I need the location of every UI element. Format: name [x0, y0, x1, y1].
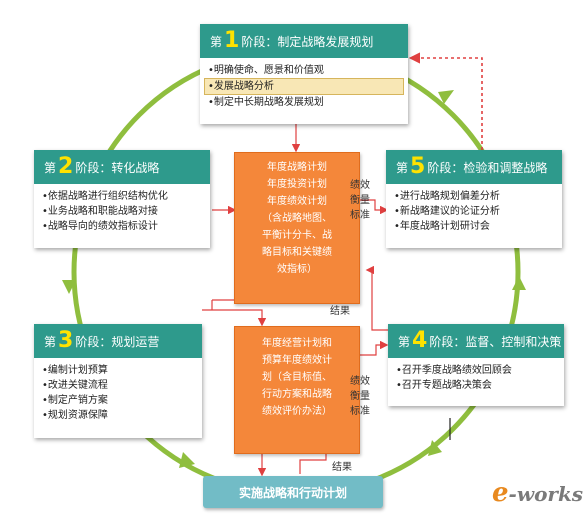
stage2-list: •依据战略进行组织结构优化 •业务战略和职能战略对接 •战略导向的绩效指标设计 [34, 184, 210, 240]
stage1-item-highlighted: •发展战略分析 [204, 78, 404, 95]
stage3-list: •编制计划预算 •改进关键流程 •制定产销方案 •规划资源保障 [34, 358, 202, 429]
stage3-item: •编制计划预算 [42, 365, 108, 376]
stage4-list: •召开季度战略绩效回顾会 •召开专题战略决策会 [388, 358, 564, 399]
annual-operation-plan-box: 年度经营计划和 预算年度绩效计 划（含目标值、 行动方案和战略 绩效评价办法） [234, 326, 360, 454]
stage5-item: •年度战略计划研讨会 [394, 221, 490, 232]
stage2-number: 2 [58, 154, 74, 179]
ring-arrow-bottom-right [428, 440, 442, 456]
result-label-top: 结果 [330, 306, 350, 317]
ring-arrow-top-right [438, 90, 454, 104]
stage1-list: •明确使命、愿景和价值观 •发展战略分析 •制定中长期战略发展规划 [200, 58, 408, 116]
stage2-item: •业务战略和职能战略对接 [42, 206, 158, 217]
stage5-item: •进行战略规划偏差分析 [394, 191, 500, 202]
stage3-item: •改进关键流程 [42, 380, 108, 391]
stage3-item: •规划资源保障 [42, 410, 108, 421]
stage2-item: •依据战略进行组织结构优化 [42, 191, 168, 202]
stage1-item: •制定中长期战略发展规划 [208, 97, 324, 108]
stage3-number: 3 [58, 328, 74, 353]
stage5-number: 5 [410, 154, 426, 179]
ring-arrow-right [512, 276, 526, 290]
stage5-item: •新战略建议的论证分析 [394, 206, 500, 217]
stage1-item: •明确使命、愿景和价值观 [208, 65, 324, 76]
annual-strategy-plan-box: 年度战略计划 年度投资计划 年度绩效计划 （含战略地图、 平衡计分卡、战 略目标… [234, 152, 360, 304]
ring-arrow-left [62, 280, 76, 294]
stage4-item: •召开专题战略决策会 [396, 380, 492, 391]
ring-arrow-bottom-left [179, 452, 195, 468]
stage1-number: 1 [224, 28, 240, 53]
eworks-logo: e-works [492, 478, 584, 508]
feedback-dotted-arrow [408, 52, 483, 150]
performance-standard-label-top: 绩效 衡量 标准 [350, 180, 370, 221]
stage4-number: 4 [412, 328, 428, 353]
stage5-list: •进行战略规划偏差分析 •新战略建议的论证分析 •年度战略计划研讨会 [386, 184, 562, 240]
stage2-item: •战略导向的绩效指标设计 [42, 221, 158, 232]
result-label-bottom: 结果 [332, 462, 352, 473]
stage4-item: •召开季度战略绩效回顾会 [396, 365, 512, 376]
implement-strategy-box: 实施战略和行动计划 [203, 476, 383, 508]
stage3-item: •制定产销方案 [42, 395, 108, 406]
performance-standard-label-bottom: 绩效 衡量 标准 [350, 376, 370, 417]
